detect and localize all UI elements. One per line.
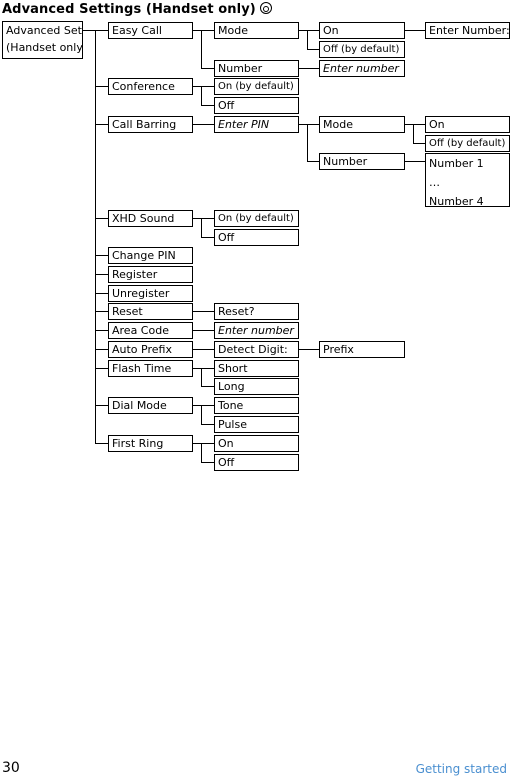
easy-call-enter-number-prompt[interactable]: Enter Number: bbox=[425, 22, 510, 39]
conference-on-default[interactable]: On (by default) bbox=[214, 78, 299, 95]
connector bbox=[193, 368, 214, 369]
connector bbox=[193, 218, 214, 219]
call-barring-mode-on[interactable]: On bbox=[425, 116, 510, 133]
call-barring-mode[interactable]: Mode bbox=[319, 116, 405, 133]
flash-time-long[interactable]: Long bbox=[214, 378, 299, 395]
connector bbox=[299, 68, 319, 69]
easy-call-mode[interactable]: Mode bbox=[214, 22, 299, 39]
connector bbox=[95, 349, 108, 350]
connector bbox=[201, 86, 202, 105]
connector bbox=[95, 368, 108, 369]
easy-call-number[interactable]: Number bbox=[214, 60, 299, 77]
connector bbox=[95, 218, 108, 219]
page-title-text: Advanced Settings (Handset only) bbox=[2, 2, 256, 17]
connector bbox=[201, 368, 202, 386]
connector bbox=[95, 124, 108, 125]
menu-unregister[interactable]: Unregister bbox=[108, 285, 193, 302]
connector bbox=[201, 443, 202, 462]
connector bbox=[193, 311, 214, 312]
connector bbox=[413, 124, 414, 143]
connector bbox=[193, 124, 214, 125]
page-number: 30 bbox=[2, 760, 20, 776]
connector bbox=[95, 311, 108, 312]
menu-register[interactable]: Register bbox=[108, 266, 193, 283]
dial-mode-tone[interactable]: Tone bbox=[214, 397, 299, 414]
call-barring-number-ellipsis: … bbox=[429, 176, 440, 189]
connector bbox=[95, 86, 108, 87]
menu-easy-call[interactable]: Easy Call bbox=[108, 22, 193, 39]
connector bbox=[201, 105, 214, 106]
connector bbox=[193, 349, 214, 350]
connector bbox=[307, 161, 319, 162]
section-name: Getting started bbox=[415, 762, 507, 776]
connector bbox=[193, 30, 214, 31]
connector bbox=[405, 124, 425, 125]
first-ring-off[interactable]: Off bbox=[214, 454, 299, 471]
easy-call-mode-on[interactable]: On bbox=[319, 22, 405, 39]
menu-dial-mode[interactable]: Dial Mode bbox=[108, 397, 193, 414]
menu-auto-prefix[interactable]: Auto Prefix bbox=[108, 341, 193, 358]
call-barring-number-4[interactable]: Number 4 bbox=[429, 195, 484, 207]
connector bbox=[201, 462, 214, 463]
connector bbox=[193, 405, 214, 406]
call-barring-mode-off-default[interactable]: Off (by default) bbox=[425, 135, 510, 152]
connector bbox=[95, 293, 108, 294]
flash-time-short[interactable]: Short bbox=[214, 360, 299, 377]
xhd-sound-on-default[interactable]: On (by default) bbox=[214, 210, 299, 227]
root-line-1: Advanced Set bbox=[6, 24, 82, 37]
menu-conference[interactable]: Conference bbox=[108, 78, 193, 95]
menu-call-barring[interactable]: Call Barring bbox=[108, 116, 193, 133]
connector bbox=[307, 49, 319, 50]
connector bbox=[95, 330, 108, 331]
connector bbox=[95, 443, 108, 444]
connector bbox=[413, 143, 425, 144]
menu-reset[interactable]: Reset bbox=[108, 303, 193, 320]
connector bbox=[201, 405, 202, 424]
area-code-enter-number[interactable]: Enter number bbox=[214, 322, 299, 339]
connector bbox=[201, 68, 214, 69]
xhd-sound-off[interactable]: Off bbox=[214, 229, 299, 246]
connector bbox=[95, 274, 108, 275]
connector bbox=[201, 30, 202, 68]
connector bbox=[201, 424, 214, 425]
connector bbox=[299, 30, 319, 31]
root-advanced-set: Advanced Set (Handset only) bbox=[2, 21, 83, 59]
connector bbox=[405, 30, 425, 31]
easy-call-mode-off-default[interactable]: Off (by default) bbox=[319, 41, 405, 58]
call-barring-number-1[interactable]: Number 1 bbox=[429, 157, 484, 170]
connector bbox=[299, 124, 319, 125]
connector bbox=[201, 237, 214, 238]
menu-flash-time[interactable]: Flash Time bbox=[108, 360, 193, 377]
auto-prefix-prefix[interactable]: Prefix bbox=[319, 341, 405, 358]
call-barring-enter-pin[interactable]: Enter PIN bbox=[214, 116, 299, 133]
menu-first-ring[interactable]: First Ring bbox=[108, 435, 193, 452]
easy-call-enter-number[interactable]: Enter number bbox=[319, 60, 405, 77]
connector bbox=[201, 218, 202, 237]
connector bbox=[201, 386, 214, 387]
auto-prefix-detect-digit[interactable]: Detect Digit: bbox=[214, 341, 299, 358]
dial-mode-pulse[interactable]: Pulse bbox=[214, 416, 299, 433]
connector bbox=[193, 330, 214, 331]
menu-xhd-sound[interactable]: XHD Sound bbox=[108, 210, 193, 227]
connector bbox=[193, 443, 214, 444]
call-barring-number[interactable]: Number bbox=[319, 153, 405, 170]
settings-icon bbox=[259, 2, 272, 14]
root-line-2: (Handset only) bbox=[6, 41, 83, 54]
connector bbox=[95, 405, 108, 406]
conference-off[interactable]: Off bbox=[214, 97, 299, 114]
call-barring-number-list: Number 1 … Number 4 bbox=[425, 153, 510, 207]
connector bbox=[193, 86, 214, 87]
connector bbox=[405, 161, 425, 162]
connector bbox=[307, 30, 308, 49]
reset-confirm[interactable]: Reset? bbox=[214, 303, 299, 320]
connector bbox=[95, 30, 96, 443]
page-title: Advanced Settings (Handset only) bbox=[2, 1, 272, 17]
menu-area-code[interactable]: Area Code bbox=[108, 322, 193, 339]
first-ring-on[interactable]: On bbox=[214, 435, 299, 452]
connector bbox=[299, 349, 319, 350]
connector bbox=[307, 124, 308, 161]
connector bbox=[95, 255, 108, 256]
menu-change-pin[interactable]: Change PIN bbox=[108, 247, 193, 264]
